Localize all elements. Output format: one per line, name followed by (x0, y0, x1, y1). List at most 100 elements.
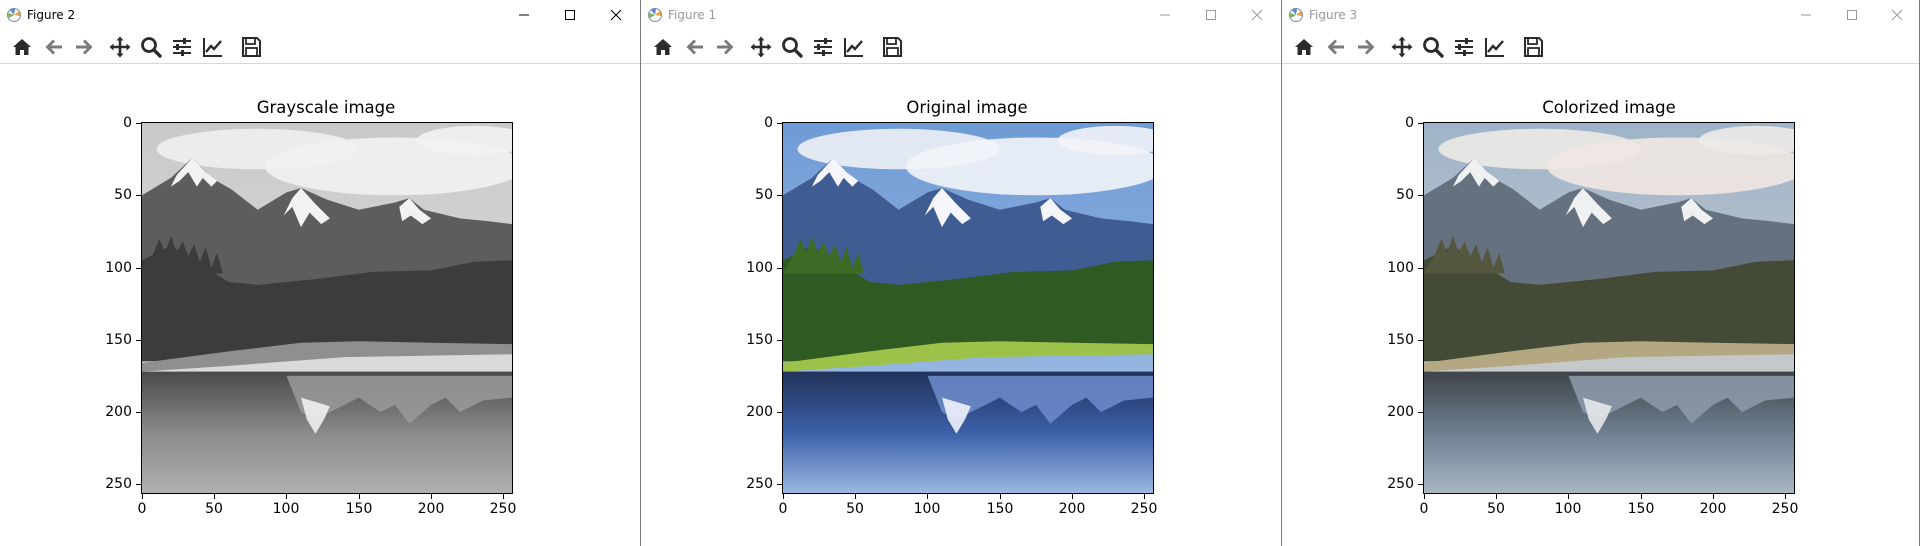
edit-axis-icon[interactable] (199, 33, 227, 61)
save-floppy-icon[interactable] (878, 33, 906, 61)
save-floppy-icon[interactable] (237, 33, 265, 61)
zoom-magnifier-icon[interactable] (137, 33, 165, 61)
configure-subplots-icon[interactable] (1450, 33, 1478, 61)
window-title: Figure 1 (668, 8, 717, 22)
snow-cap (924, 188, 971, 228)
snow-cap (1681, 198, 1714, 225)
x-tick-label: 150 (345, 501, 373, 517)
y-tick-label: 0 (764, 115, 773, 131)
maximize-icon[interactable] (547, 0, 593, 30)
x-tick (1496, 494, 1497, 499)
x-tick (1713, 494, 1714, 499)
title-bar[interactable]: Figure 3 (1282, 0, 1919, 30)
x-tick (214, 494, 215, 499)
figure-window-3[interactable]: Figure 3 (1282, 0, 1920, 546)
x-tick (927, 494, 928, 499)
figure-window-2[interactable]: Figure 1 (641, 0, 1282, 546)
configure-subplots-icon[interactable] (809, 33, 837, 61)
x-tick (1641, 494, 1642, 499)
y-tick (1418, 484, 1423, 485)
forest (1424, 245, 1794, 362)
y-tick (136, 412, 141, 413)
y-tick (1418, 195, 1423, 196)
snow-cap (399, 198, 432, 225)
forward-arrow-icon[interactable] (711, 33, 739, 61)
y-tick (136, 340, 141, 341)
y-tick (777, 123, 782, 124)
back-arrow-icon[interactable] (40, 33, 68, 61)
navigation-toolbar (641, 30, 1281, 64)
close-icon[interactable] (593, 0, 639, 30)
y-tick-label: 0 (1405, 115, 1414, 131)
pan-move-icon[interactable] (106, 33, 134, 61)
y-tick-label: 100 (1387, 260, 1414, 276)
x-tick-label: 100 (913, 501, 941, 517)
figure-window-1[interactable]: Figure 2 (0, 0, 641, 546)
x-tick (1144, 494, 1145, 499)
title-bar[interactable]: Figure 1 (641, 0, 1281, 30)
x-tick (1000, 494, 1001, 499)
x-tick-label: 200 (1699, 501, 1727, 517)
y-tick (1418, 412, 1423, 413)
home-icon[interactable] (8, 33, 36, 61)
cloud (1057, 125, 1153, 155)
minimize-icon[interactable] (1142, 0, 1188, 30)
y-tick (777, 484, 782, 485)
y-tick-label: 100 (746, 260, 773, 276)
edit-axis-icon[interactable] (1481, 33, 1509, 61)
snow-cap (1040, 198, 1073, 225)
image-axes[interactable] (141, 122, 513, 494)
x-tick-label: 50 (205, 501, 223, 517)
maximize-icon[interactable] (1829, 0, 1875, 30)
zoom-magnifier-icon[interactable] (778, 33, 806, 61)
x-tick-label: 100 (1554, 501, 1582, 517)
image-axes[interactable] (1423, 122, 1795, 494)
zoom-magnifier-icon[interactable] (1419, 33, 1447, 61)
forward-arrow-icon[interactable] (1352, 33, 1380, 61)
snow-cap (811, 157, 859, 187)
configure-subplots-icon[interactable] (168, 33, 196, 61)
shoreline (783, 341, 1153, 372)
y-tick (136, 484, 141, 485)
y-tick (777, 340, 782, 341)
y-tick-label: 250 (746, 476, 773, 492)
back-arrow-icon[interactable] (1322, 33, 1350, 61)
title-bar[interactable]: Figure 2 (0, 0, 640, 30)
navigation-toolbar (1282, 30, 1919, 64)
window-title: Figure 3 (1309, 8, 1358, 22)
mountain-reflection (286, 375, 512, 424)
snow-cap (170, 157, 218, 187)
home-icon[interactable] (649, 33, 677, 61)
x-tick-label: 200 (417, 501, 445, 517)
y-tick (136, 195, 141, 196)
snow-reflection (300, 397, 330, 434)
mountains (1424, 157, 1794, 297)
maximize-icon[interactable] (1188, 0, 1234, 30)
x-tick-label: 100 (272, 501, 300, 517)
forward-arrow-icon[interactable] (70, 33, 98, 61)
axes-title: Original image (906, 98, 1028, 117)
image-axes[interactable] (782, 122, 1154, 494)
x-tick-label: 0 (1419, 501, 1429, 517)
save-floppy-icon[interactable] (1519, 33, 1547, 61)
edit-axis-icon[interactable] (840, 33, 868, 61)
close-icon[interactable] (1234, 0, 1280, 30)
snow-cap (283, 188, 330, 228)
mountains (142, 157, 512, 297)
minimize-icon[interactable] (501, 0, 547, 30)
close-icon[interactable] (1874, 0, 1919, 30)
pan-move-icon[interactable] (1388, 33, 1416, 61)
cloud (416, 125, 512, 155)
window-title: Figure 2 (27, 8, 76, 22)
cloud (1698, 125, 1794, 155)
pan-move-icon[interactable] (747, 33, 775, 61)
x-tick-label: 150 (986, 501, 1014, 517)
back-arrow-icon[interactable] (681, 33, 709, 61)
x-tick-label: 250 (1771, 501, 1799, 517)
y-tick-label: 150 (1387, 332, 1414, 348)
y-tick-label: 50 (1396, 187, 1414, 203)
y-tick (777, 412, 782, 413)
minimize-icon[interactable] (1783, 0, 1829, 30)
home-icon[interactable] (1290, 33, 1318, 61)
y-tick-label: 50 (114, 187, 132, 203)
